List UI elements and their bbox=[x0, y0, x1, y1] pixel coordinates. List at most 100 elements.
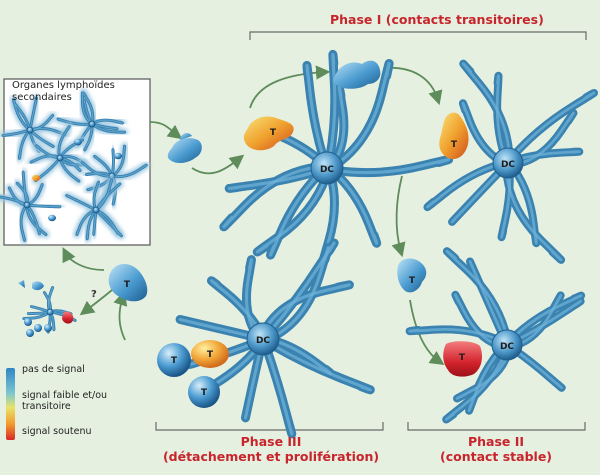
dc-body bbox=[246, 322, 280, 356]
dendrite-highlight bbox=[43, 292, 52, 311]
legend-no-signal: pas de signal bbox=[22, 364, 85, 375]
dendrite-highlight bbox=[20, 205, 27, 241]
dendrite-highlight bbox=[426, 163, 501, 209]
dendrite-highlight bbox=[28, 184, 43, 206]
t-label: T bbox=[171, 356, 178, 366]
dendrite-highlight bbox=[27, 311, 49, 315]
dendrite-arm bbox=[266, 169, 324, 260]
dendrite-highlight bbox=[514, 294, 563, 347]
dendrite-highlight bbox=[511, 294, 583, 340]
dendrite-highlight bbox=[513, 348, 564, 390]
dendrite-highlight bbox=[268, 241, 336, 334]
dendrite-highlight bbox=[222, 165, 320, 229]
dendritic-cell-phase1a bbox=[219, 49, 454, 268]
dendrite-highlight bbox=[58, 126, 70, 157]
t-cell-red bbox=[443, 341, 482, 377]
t-label: T bbox=[270, 128, 277, 138]
dc-label: DC bbox=[501, 160, 515, 170]
dendrite-highlight bbox=[0, 196, 26, 205]
dendrite-highlight bbox=[50, 312, 55, 331]
dendrite-highlight bbox=[263, 283, 351, 332]
t-label: T bbox=[459, 353, 466, 363]
arrow-t-to-orange-t bbox=[191, 154, 245, 175]
dendrite-highlight bbox=[28, 204, 61, 208]
dendrite-highlight bbox=[505, 170, 563, 262]
dendrite-highlight bbox=[445, 249, 508, 338]
dc-label: DC bbox=[256, 336, 270, 346]
dendrite-highlight bbox=[333, 171, 379, 245]
dc-label: DC bbox=[320, 165, 334, 175]
dendrite-highlight bbox=[512, 168, 538, 245]
dc-body bbox=[88, 120, 96, 128]
dendrite-highlight bbox=[59, 159, 80, 182]
dendrite-highlight bbox=[81, 161, 111, 177]
dendrite-highlight bbox=[455, 352, 509, 400]
dendrite-highlight bbox=[453, 293, 500, 347]
legend-sustained-signal: signal soutenu bbox=[22, 426, 92, 437]
dendrite-highlight bbox=[18, 130, 30, 159]
t-label: T bbox=[451, 140, 458, 150]
phase2-subtitle: (contact stable) bbox=[439, 449, 553, 464]
dc-body bbox=[26, 126, 34, 134]
dendrite-highlight bbox=[511, 91, 596, 158]
dendrite-highlight bbox=[85, 172, 111, 176]
dendrite-highlight bbox=[334, 61, 391, 167]
t-label: T bbox=[124, 280, 131, 290]
dendrite-highlight bbox=[332, 85, 346, 164]
dendrite-highlight bbox=[93, 181, 100, 209]
dendrite-highlight bbox=[22, 171, 28, 204]
dendrite-highlight bbox=[30, 306, 49, 312]
dendrite-highlight bbox=[26, 206, 47, 236]
dendrite-arm bbox=[330, 168, 382, 248]
question-mark: ? bbox=[91, 289, 97, 300]
dendritic-cell-phase2 bbox=[405, 247, 586, 424]
dendrite-highlight bbox=[408, 327, 501, 342]
dendrite-highlight bbox=[450, 168, 504, 224]
dc-body bbox=[491, 329, 523, 361]
phase1-bracket bbox=[249, 31, 587, 40]
dc-body bbox=[23, 201, 31, 209]
dendrite-highlight bbox=[47, 287, 54, 311]
dendritic-cell-phase1b bbox=[423, 59, 598, 264]
dendrite-highlight bbox=[83, 100, 92, 123]
inset-t-cell bbox=[74, 138, 82, 146]
dendrite-highlight bbox=[244, 258, 258, 335]
dendrite-highlight bbox=[227, 169, 320, 190]
dendrite-highlight bbox=[92, 119, 123, 124]
dendrite-highlight bbox=[96, 210, 122, 237]
dendrite-highlight bbox=[16, 182, 29, 204]
dendrite-highlight bbox=[515, 111, 575, 166]
dendrite-highlight bbox=[264, 346, 294, 436]
inset-t-cell bbox=[114, 152, 122, 160]
dc-body bbox=[92, 206, 100, 214]
t-label: T bbox=[201, 388, 208, 398]
dendrite-highlight bbox=[94, 155, 113, 175]
dendrite-highlight bbox=[61, 157, 81, 172]
inset-title: Organes lymphoïdes secondaires bbox=[12, 80, 115, 103]
mini-t-cells bbox=[18, 280, 74, 337]
dendrite-highlight bbox=[461, 62, 511, 156]
arrow-to-phase2 bbox=[409, 299, 445, 365]
dendrite-highlight bbox=[8, 187, 26, 206]
dendrite-highlight bbox=[23, 312, 50, 320]
dc-label: DC bbox=[500, 342, 514, 352]
dendrite-highlight bbox=[515, 150, 581, 162]
dendrite-highlight bbox=[81, 92, 92, 124]
phase3-bracket bbox=[155, 422, 384, 431]
dc-body bbox=[56, 154, 64, 162]
phase3-title: Phase III bbox=[240, 434, 302, 449]
t-cell-orange bbox=[243, 116, 294, 151]
t-cell-prolif-1 bbox=[157, 343, 191, 377]
t-cell-orange-right bbox=[439, 112, 469, 160]
dendrite-highlight bbox=[269, 342, 372, 392]
dendrite-highlight bbox=[12, 98, 30, 130]
dendrite-highlight bbox=[305, 63, 326, 161]
t-cell-detaching bbox=[108, 264, 148, 302]
dendrite-highlight bbox=[513, 299, 583, 343]
inset-t-cell bbox=[48, 214, 56, 222]
dendrite-highlight bbox=[76, 209, 95, 236]
inset-t-cell bbox=[32, 174, 40, 182]
arrow-inset-to-t bbox=[149, 121, 183, 140]
dendrite-highlight bbox=[495, 74, 506, 157]
